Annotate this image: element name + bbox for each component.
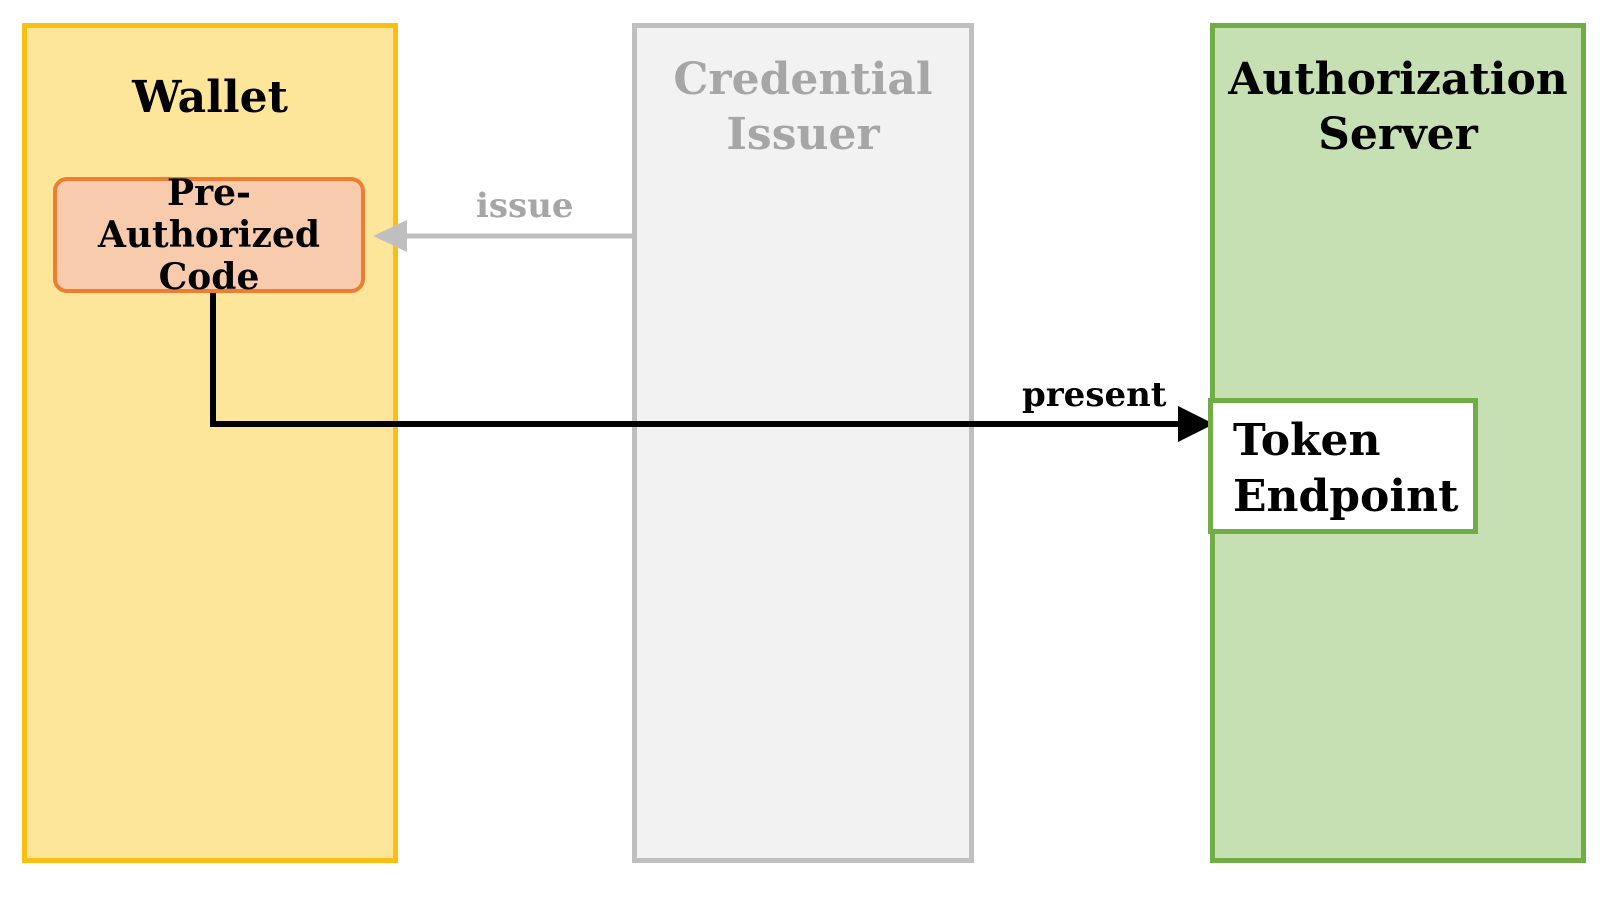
credential-issuer-lane: Credential Issuer	[632, 23, 974, 863]
token-endpoint-line-2: Endpoint	[1233, 471, 1459, 522]
auth-server-title-line-1: Authorization	[1228, 54, 1568, 105]
pre-authorized-code-line-2: Code	[158, 256, 260, 298]
issuer-title-line-2: Issuer	[726, 109, 880, 160]
token-endpoint-node: Token Endpoint	[1208, 398, 1478, 534]
token-endpoint-line-1: Token	[1233, 415, 1381, 466]
issue-label: issue	[476, 186, 574, 226]
pre-authorized-code-line-1: Pre-Authorized	[97, 172, 321, 256]
issuer-title-line-1: Credential	[673, 54, 933, 105]
wallet-lane: Wallet	[22, 23, 398, 863]
issue-arrow	[373, 220, 632, 252]
pre-authorized-code-node: Pre-Authorized Code	[53, 172, 365, 298]
present-arrow	[210, 293, 1214, 442]
auth-server-title-line-2: Server	[1318, 109, 1478, 160]
wallet-title: Wallet	[132, 72, 288, 123]
present-label: present	[1022, 375, 1167, 415]
